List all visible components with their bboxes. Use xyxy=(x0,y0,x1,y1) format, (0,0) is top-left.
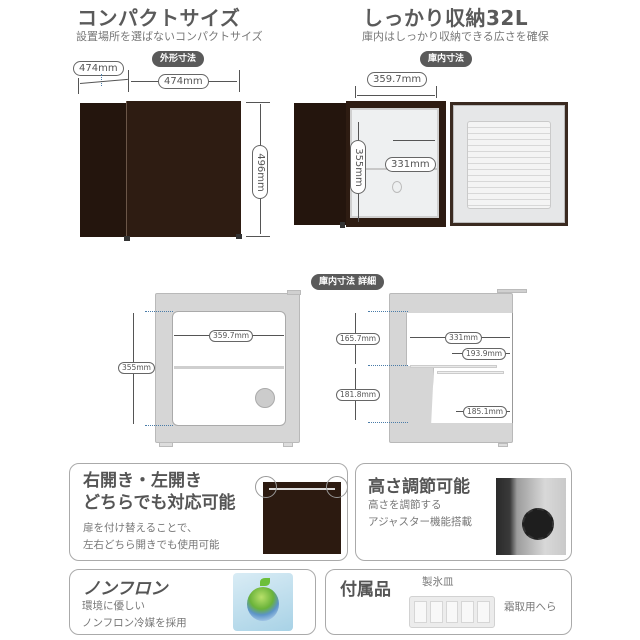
side-lower-height-label: 181.8mm xyxy=(336,389,381,401)
front-hinge xyxy=(287,290,301,295)
height-adjust-text-line1: 高さを調節する xyxy=(368,499,442,511)
interior-width-arrow xyxy=(357,95,435,96)
ice-cell xyxy=(429,601,443,623)
side-guide-mid xyxy=(368,365,408,366)
side-view-shelf xyxy=(410,365,497,368)
side-shelf-depth-label: 193.9mm xyxy=(462,348,507,360)
eco-globe-sprout-photo xyxy=(233,573,293,631)
accessory-scraper-label: 霜取用へら xyxy=(504,601,557,613)
side-view-bottom xyxy=(389,423,513,443)
front-height-guide-bottom xyxy=(145,425,173,426)
interior-dimensions-badge: 庫内寸法 xyxy=(420,51,473,67)
adjuster-knob-icon xyxy=(522,508,554,540)
front-width-label: 359.7mm xyxy=(209,330,254,342)
exterior-height-label: 496mm xyxy=(254,152,266,192)
reversible-title-line1: 右開き・左開き xyxy=(83,471,202,491)
interior-detail-badge: 庫内寸法 詳細 xyxy=(311,274,385,290)
side-guide-bottom xyxy=(368,422,408,423)
ice-tray-photo xyxy=(409,596,495,628)
non-freon-text-line1: 環境に優しい xyxy=(82,600,145,612)
interior-height-label: 355mm xyxy=(352,147,364,187)
compact-size-subtitle: 設置場所を選ばないコンパクトサイズ xyxy=(76,30,263,43)
sprout-leaf-icon xyxy=(260,578,270,586)
interior-height-pill: 355mm xyxy=(350,140,366,194)
depth-guide-dots xyxy=(101,74,102,86)
side-upper-depth-label: 331mm xyxy=(445,332,482,344)
height-tick-top xyxy=(246,102,270,103)
reversible-text-line2: 左右どちら開きでも使用可能 xyxy=(83,539,220,551)
reversible-title-line2: どちらでも対応可能 xyxy=(83,493,236,513)
interior-width-top-label: 359.7mm xyxy=(367,72,428,87)
height-adjust-text-line2: アジャスター機能搭載 xyxy=(368,516,473,528)
front-foot xyxy=(283,442,293,447)
capacity-subtitle: 庫内はしっかり収納できる広さを確保 xyxy=(362,30,549,43)
front-height-label: 355mm xyxy=(118,362,155,374)
capacity-title: しっかり収納32L xyxy=(363,6,529,30)
fridge-foot xyxy=(236,234,242,239)
interior-width-tick-right xyxy=(436,86,437,98)
adjuster-foot-photo xyxy=(496,478,566,555)
side-view-top xyxy=(389,293,513,313)
fridge-foot xyxy=(124,236,130,241)
interior-width-tick-left xyxy=(355,86,356,98)
front-view-dial-icon xyxy=(255,388,275,408)
door-gasket-ridges xyxy=(467,121,551,209)
ice-cell xyxy=(461,601,475,623)
depth-arrow xyxy=(79,78,128,84)
ice-cell xyxy=(445,601,459,623)
interior-depth-label: 331mm xyxy=(385,157,436,172)
exterior-depth-label: 474mm xyxy=(73,61,124,76)
eco-globe-icon xyxy=(247,587,279,621)
non-freon-title: ノンフロン xyxy=(83,579,168,599)
feature-card-non-freon: ノンフロン 環境に優しい ノンフロン冷媒を採用 xyxy=(69,569,316,635)
ice-cell xyxy=(414,601,427,623)
width-tick-right xyxy=(239,70,240,92)
front-view-shelf xyxy=(174,366,284,369)
fridge-door-closed xyxy=(126,101,241,237)
thermostat-dial-icon xyxy=(392,181,402,193)
compact-size-title: コンパクトサイズ xyxy=(77,6,241,30)
interior-depth-arrow xyxy=(393,140,435,141)
door-top-edge xyxy=(269,488,335,490)
hinge-right-circle-icon xyxy=(326,476,348,498)
fridge-door-hinge-photo xyxy=(255,476,348,554)
accessories-title: 付属品 xyxy=(340,580,391,600)
depth-tick-left xyxy=(78,78,79,94)
fridge-foot xyxy=(340,222,345,228)
exterior-dimensions-badge: 外形寸法 xyxy=(152,51,205,67)
side-foot xyxy=(498,443,508,447)
exterior-width-label: 474mm xyxy=(158,74,209,89)
exterior-height-pill: 496mm xyxy=(252,145,268,199)
hinge-left-circle-icon xyxy=(255,476,277,498)
side-view-shelf-2 xyxy=(437,371,504,374)
side-lower-depth-label: 185.1mm xyxy=(463,406,508,418)
open-fridge-side xyxy=(294,103,346,225)
height-adjust-title: 高さ調節可能 xyxy=(368,477,470,497)
feature-card-accessories: 付属品 製氷皿 霜取用へら xyxy=(325,569,572,635)
side-hinge xyxy=(497,289,527,293)
ice-cell xyxy=(477,601,490,623)
fridge-side-panel xyxy=(80,103,126,237)
width-tick-left xyxy=(128,70,129,92)
reversible-text-line1: 扉を付け替えることで、 xyxy=(83,522,198,534)
side-guide-top xyxy=(368,311,408,312)
side-upper-height-label: 165.7mm xyxy=(336,333,381,345)
front-foot xyxy=(159,442,173,447)
accessory-ice-tray-label: 製氷皿 xyxy=(422,576,454,588)
feature-card-height-adjust: 高さ調節可能 高さを調節する アジャスター機能搭載 xyxy=(355,463,572,561)
non-freon-text-line2: ノンフロン冷媒を採用 xyxy=(82,617,187,629)
front-height-guide-top xyxy=(145,311,173,312)
height-tick-bottom xyxy=(246,236,270,237)
side-door-line xyxy=(512,313,513,423)
feature-card-reversible-door: 右開き・左開き どちらでも対応可能 扉を付け替えることで、 左右どちら開きでも使… xyxy=(69,463,348,561)
